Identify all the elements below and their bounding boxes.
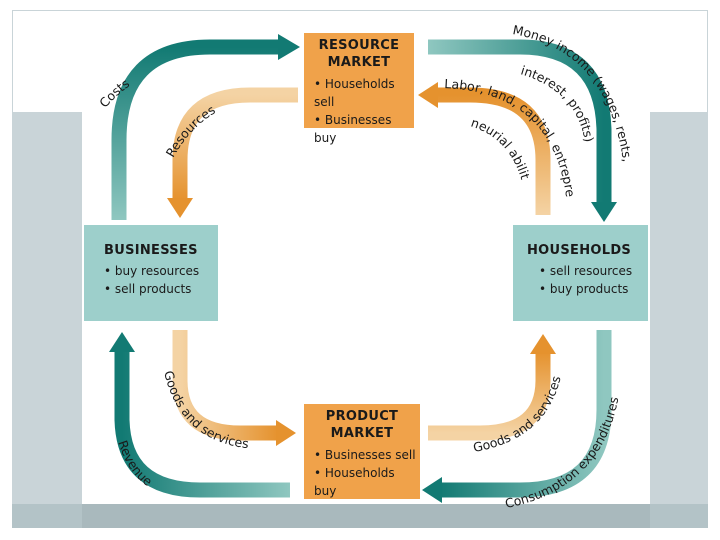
resource-market-title-line1: RESOURCE bbox=[318, 38, 400, 53]
businesses-title: BUSINESSES bbox=[104, 243, 198, 258]
consumption-label: Consumption expenditures bbox=[504, 395, 622, 511]
slide-band-right bbox=[650, 112, 708, 528]
product-market-item: • Households buy bbox=[314, 466, 395, 498]
businesses-item: • sell products bbox=[104, 282, 192, 296]
businesses-item: • buy resources bbox=[104, 264, 200, 278]
consumption-arrow bbox=[422, 330, 612, 503]
slide-band-bottom bbox=[82, 504, 650, 528]
slide-band-right-bottom bbox=[650, 504, 708, 528]
goods-services-right-arrow bbox=[428, 334, 556, 441]
resource-market-box: RESOURCE MARKET • Households sell • Busi… bbox=[304, 33, 414, 145]
goods-services-left-label: Goods and services bbox=[161, 369, 250, 451]
resources-arrow bbox=[167, 87, 298, 218]
resource-market-title: RESOURCE MARKET bbox=[304, 33, 414, 71]
resource-market-item: • Businesses buy bbox=[314, 113, 392, 145]
factors-arrow bbox=[418, 82, 551, 215]
costs-arrow bbox=[111, 34, 300, 220]
product-market-item: • Businesses sell bbox=[314, 448, 416, 462]
goods-services-right-label: Goods and services bbox=[472, 374, 564, 455]
product-market-title: PRODUCT MARKET bbox=[304, 404, 420, 442]
revenue-label: Revenue bbox=[115, 438, 155, 489]
resource-market-item: • Households sell bbox=[314, 77, 395, 109]
households-box: HOUSEHOLDS • sell resources • buy produc… bbox=[513, 225, 648, 321]
product-market-box: PRODUCT MARKET • Businesses sell • House… bbox=[304, 404, 420, 499]
revenue-arrow bbox=[109, 332, 290, 498]
product-market-title-line1: PRODUCT bbox=[325, 409, 399, 424]
businesses-box: BUSINESSES • buy resources • sell produc… bbox=[84, 225, 218, 321]
goods-services-left-arrow bbox=[172, 330, 296, 446]
households-title: HOUSEHOLDS bbox=[527, 243, 632, 258]
slide-band-left-bottom bbox=[12, 504, 82, 528]
households-item: • buy products bbox=[539, 282, 629, 296]
money-income-arrow bbox=[428, 39, 617, 222]
resource-market-title-line2: MARKET bbox=[327, 55, 391, 70]
slide-band-left bbox=[12, 112, 82, 528]
slide-frame-top bbox=[12, 10, 708, 11]
product-market-title-line2: MARKET bbox=[330, 426, 394, 441]
households-item: • sell resources bbox=[539, 264, 633, 278]
